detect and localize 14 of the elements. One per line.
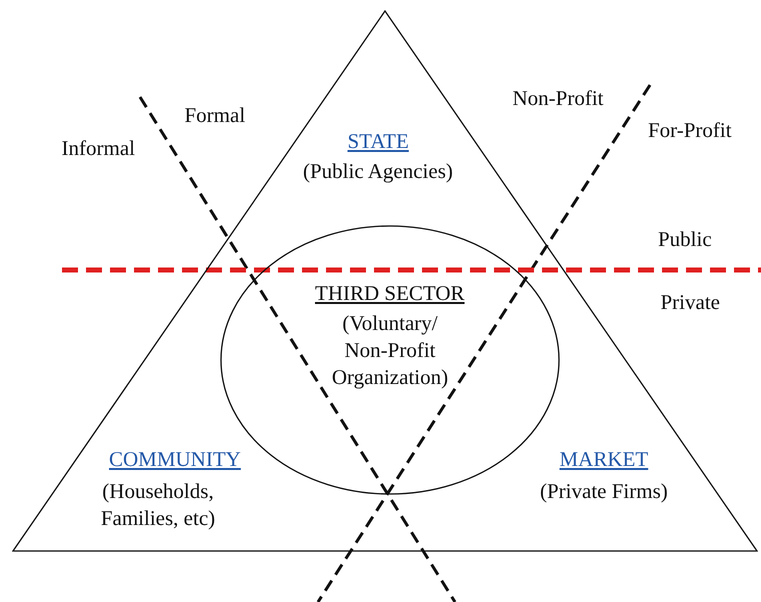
sector-heading: STATE <box>348 128 409 155</box>
axis-label: Non-Profit <box>512 85 604 112</box>
axis-label: Private <box>660 289 720 316</box>
axis-label: For-Profit <box>648 117 732 144</box>
axis-label: Public <box>658 226 712 253</box>
sector-heading: COMMUNITY <box>109 446 241 473</box>
sector-description: (Households, Families, etc) <box>100 478 216 532</box>
sector-description: (Voluntary/ Non-Profit Organization) <box>330 310 450 391</box>
axis-label: Formal <box>184 102 246 129</box>
sector-description: (Public Agencies) <box>303 158 453 185</box>
sector-description: (Private Firms) <box>540 478 668 505</box>
sector-heading: THIRD SECTOR <box>315 280 465 307</box>
axis-label: Informal <box>62 135 135 162</box>
sector-heading: MARKET <box>560 446 648 473</box>
